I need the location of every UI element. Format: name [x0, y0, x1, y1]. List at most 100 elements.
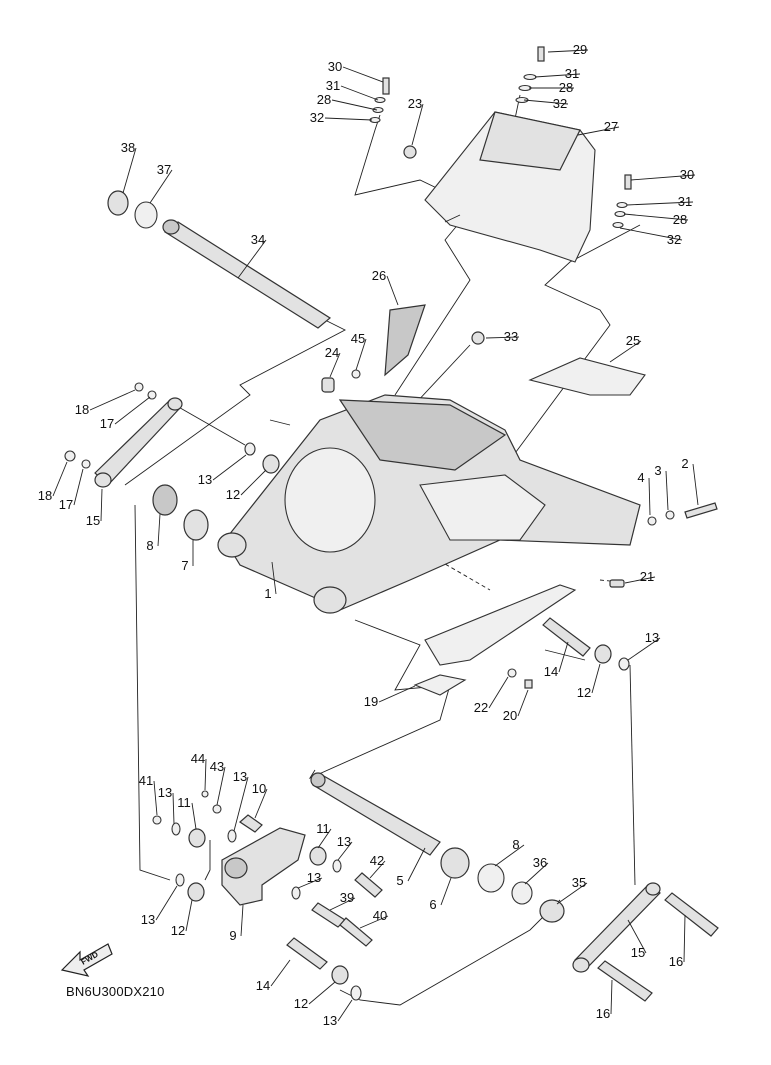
leader-c8b: [494, 844, 525, 867]
leader-c13b: [627, 637, 661, 661]
leader-c28c: [623, 213, 689, 221]
cover-26-part: [384, 304, 426, 377]
leader-c13c: [233, 776, 249, 832]
callout-c23: 23: [408, 96, 422, 111]
leader-c41: [153, 780, 158, 816]
fwd-arrow-icon: FWD: [60, 943, 113, 977]
callout-c4: 4: [637, 470, 644, 485]
leader-c14a: [558, 641, 569, 673]
leader-c15b: [627, 919, 647, 954]
leader-c42: [369, 860, 386, 879]
leader-c5: [407, 847, 426, 882]
leader-c31a: [534, 73, 581, 78]
leader-c10: [254, 788, 268, 819]
callout-c22: 22: [474, 700, 488, 715]
callout-c28a: 28: [559, 80, 573, 95]
callout-c14b: 14: [256, 978, 270, 993]
callout-c29: 29: [573, 42, 587, 57]
callout-c33: 33: [504, 329, 518, 344]
callout-c32c: 32: [667, 232, 681, 247]
leader-c4: [648, 477, 651, 516]
callout-c13b: 13: [645, 630, 659, 645]
link-rod-15b-part: [574, 884, 661, 971]
leader-c1: [271, 561, 277, 595]
leader-lines: [52, 49, 699, 1022]
leader-c30a: [342, 66, 384, 83]
callout-c28c: 28: [673, 212, 687, 227]
leader-c26: [386, 275, 399, 306]
callout-c11b: 11: [316, 821, 330, 836]
callout-c18b: 18: [38, 488, 52, 503]
callout-c20: 20: [503, 708, 517, 723]
callout-c1: 1: [264, 586, 271, 601]
callout-c12b: 12: [577, 685, 591, 700]
callout-c40: 40: [373, 908, 387, 923]
callout-c7: 7: [181, 558, 188, 573]
leader-c25: [609, 340, 642, 363]
callout-c13c: 13: [233, 769, 247, 784]
callout-c5: 5: [396, 873, 403, 888]
callout-c27: 27: [604, 119, 618, 134]
callout-c24: 24: [325, 345, 339, 360]
leader-c8a: [157, 513, 161, 547]
leader-c12d: [308, 981, 336, 1005]
callout-c30b: 30: [680, 167, 694, 182]
leader-c22: [488, 676, 509, 709]
leader-c13e: [337, 841, 353, 861]
leader-c6: [440, 877, 452, 906]
callout-c10: 10: [252, 781, 266, 796]
leader-c16a: [683, 914, 686, 963]
callout-c31b: 31: [326, 78, 340, 93]
callout-c38: 38: [121, 140, 135, 155]
callout-c13f: 13: [307, 870, 321, 885]
callout-c44: 44: [191, 751, 205, 766]
callout-c17b: 17: [59, 497, 73, 512]
parts: FWD: [60, 46, 719, 1002]
leader-c13d: [172, 792, 175, 825]
callout-c34: 34: [251, 232, 265, 247]
callout-c30a: 30: [328, 59, 342, 74]
callout-c21: 21: [640, 569, 654, 584]
leader-c13a: [212, 454, 247, 481]
callout-c12c: 12: [171, 923, 185, 938]
leader-c35: [556, 882, 588, 905]
leader-c9: [240, 904, 244, 937]
leader-c30b: [630, 174, 696, 181]
callout-c6: 6: [429, 897, 436, 912]
leader-c28b: [331, 99, 378, 111]
leader-c32b: [324, 117, 373, 121]
leader-c2: [692, 463, 699, 506]
leader-c13g: [155, 885, 178, 921]
callout-c8a: 8: [146, 538, 153, 553]
shaft-5-part: [312, 774, 441, 856]
leader-c13f: [297, 877, 323, 889]
callout-c13g: 13: [141, 912, 155, 927]
callout-c13a: 13: [198, 472, 212, 487]
leader-c37: [149, 169, 173, 204]
callout-c28b: 28: [317, 92, 331, 107]
leader-c21: [624, 576, 656, 584]
leader-c33: [485, 336, 520, 339]
leader-c38: [122, 147, 137, 194]
leader-c12b: [591, 663, 601, 694]
callout-c25: 25: [626, 333, 640, 348]
leader-c14b: [270, 959, 291, 987]
callout-c41: 41: [139, 773, 153, 788]
callout-c13h: 13: [323, 1013, 337, 1028]
leader-c20: [517, 689, 529, 717]
callout-c35: 35: [572, 875, 586, 890]
link-rod-15-part: [94, 399, 181, 486]
callout-c31a: 31: [565, 66, 579, 81]
diagram-code: BN6U300DX210: [66, 984, 165, 999]
pivot-shaft-34-part: [163, 221, 332, 329]
leader-c13h: [337, 999, 353, 1022]
leader-c32a: [523, 99, 569, 105]
leader-c23: [411, 103, 424, 146]
leader-c12a: [240, 469, 267, 496]
callout-c31c: 31: [678, 194, 692, 209]
leader-c31c: [626, 201, 694, 206]
leader-c40: [359, 915, 389, 929]
callout-c9: 9: [229, 928, 236, 943]
relay-arm-9-part: [221, 827, 306, 906]
